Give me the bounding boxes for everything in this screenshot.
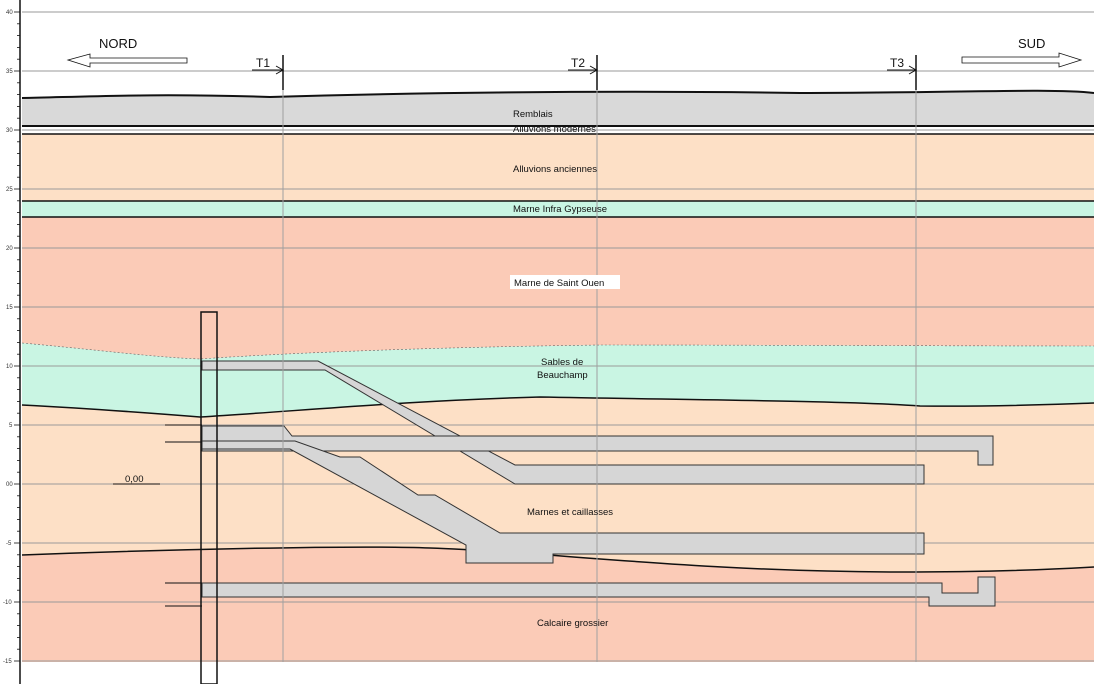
tick-label: -5 [6, 541, 12, 547]
label-alluvions-anciennes: Alluvions anciennes [513, 164, 597, 175]
layer-alluvions-anciennes [22, 134, 1094, 201]
label-sables-beauchamp-1: Sables de [541, 357, 583, 368]
layer-boundaries [21, 89, 1094, 573]
section-marker-label: T1 [256, 56, 270, 70]
lower-ramp-gallery [201, 440, 925, 564]
structure-level-ticks [165, 424, 202, 607]
layer-calcaire-grossier [22, 547, 1094, 662]
north-label: NORD [99, 36, 137, 51]
north-arrow-icon [66, 53, 188, 68]
tick-label: 15 [6, 305, 13, 311]
layer-marne-infra-gypseuse [22, 201, 1094, 217]
tick-label: -15 [3, 659, 12, 665]
south-label: SUD [1018, 36, 1045, 51]
upper-ramp-gallery [201, 360, 925, 485]
south-arrow-icon [961, 52, 1083, 68]
section-marker-t1: T1 [252, 55, 285, 662]
layer-remblais [22, 90, 1094, 126]
section-marker-label: T2 [571, 56, 585, 70]
tick-label: -10 [3, 600, 12, 606]
label-marne-saint-ouen: Marne de Saint Ouen [514, 278, 604, 289]
tick-label: 40 [6, 10, 13, 16]
elevation-axis: 40 35 30 25 20 15 10 5 00 -5 -10 -15 [3, 0, 21, 684]
tick-label: 10 [6, 364, 13, 370]
label-marne-infra-gypseuse: Marne Infra Gypseuse [513, 204, 607, 215]
layer-labels: Remblais Alluvions modernes Alluvions an… [510, 109, 620, 629]
label-remblais: Remblais [513, 109, 553, 120]
elevation-tick-labels: 40 35 30 25 20 15 10 5 00 -5 -10 -15 [3, 10, 13, 665]
section-marker-t2: T2 [568, 55, 599, 662]
bottom-gallery [201, 576, 996, 607]
direction-north: NORD [66, 36, 188, 68]
reference-level: 0,00 [113, 474, 160, 485]
tick-label: 25 [6, 187, 13, 193]
label-calcaire-grossier: Calcaire grossier [537, 618, 608, 629]
label-sables-beauchamp-2: Beauchamp [537, 370, 588, 381]
label-alluvions-modernes: Alluvions modernes [513, 124, 596, 135]
tick-label: 00 [6, 482, 13, 488]
vertical-shaft [200, 311, 218, 684]
tick-label: 5 [9, 423, 13, 429]
label-marnes-caillasses: Marnes et caillasses [527, 507, 613, 518]
tick-label: 30 [6, 128, 13, 134]
section-marker-label: T3 [890, 56, 904, 70]
direction-south: SUD [961, 36, 1083, 68]
section-marker-t3: T3 [887, 55, 918, 662]
tick-label: 35 [6, 69, 13, 75]
reference-level-label: 0,00 [125, 474, 144, 485]
tick-label: 20 [6, 246, 13, 252]
section-markers: T1 T2 T3 [252, 55, 918, 662]
